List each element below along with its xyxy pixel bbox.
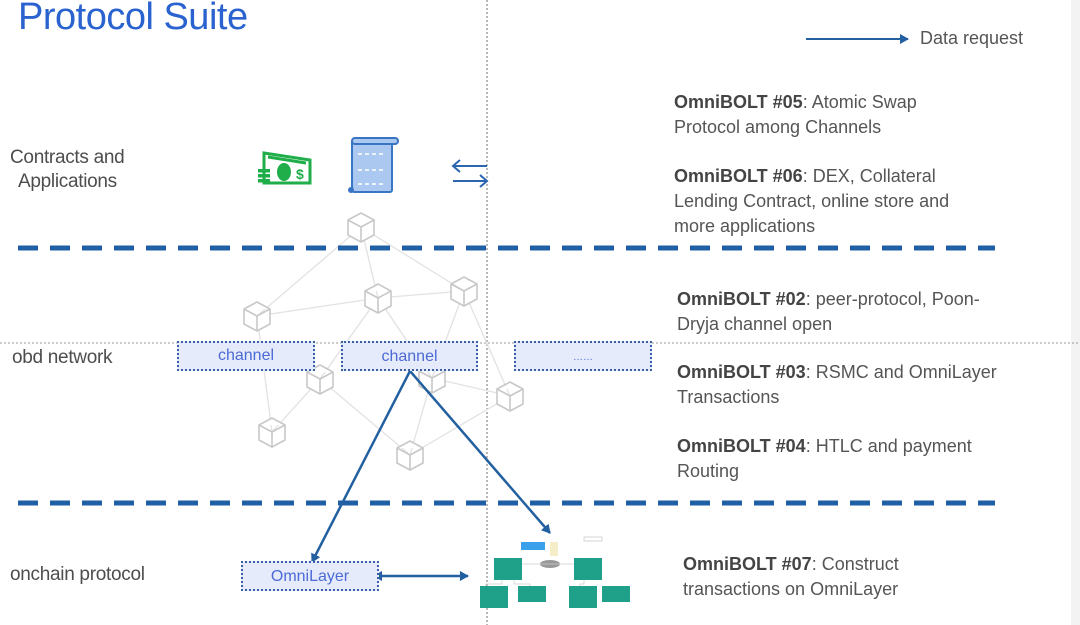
description-text: Protocol among Channels [674,117,882,137]
channel-box-active[interactable]: channel [341,341,478,371]
svg-text:$: $ [296,166,304,182]
description-text: : Atomic Swap [802,92,917,112]
contract-scroll-icon [348,137,399,193]
description-title: OmniBOLT #05 [674,92,803,112]
layer-label-network: obd network [12,347,113,368]
layer-label-line: Contracts and [10,147,125,168]
description-omnibolt-06: OmniBOLT #06: DEX, Collateral Lending Co… [674,164,949,239]
cube-node-icon [496,381,524,412]
description-omnibolt-07: OmniBOLT #07: Construct transactions on … [683,552,899,602]
more-channels-box[interactable]: …… [514,341,652,371]
description-text: : DEX, Collateral [802,166,936,186]
transaction-diagram-thumbnail [480,536,630,608]
layer-label-onchain: onchain protocol [10,564,145,585]
cube-node-icon [258,417,286,448]
description-title: OmniBOLT #03 [677,362,806,382]
page-title: Protocol Suite [18,0,248,38]
right-gutter [1071,0,1080,625]
description-text: transactions on OmniLayer [683,579,899,599]
layer-label-contracts: Contracts and Applications [10,146,125,194]
description-title: OmniBOLT #07 [683,554,812,574]
cube-node-icon [243,301,271,332]
description-omnibolt-05: OmniBOLT #05: Atomic Swap Protocol among… [674,90,917,140]
description-text: : Construct [811,554,899,574]
description-omnibolt-02: OmniBOLT #02: peer-protocol, Poon- Dryja… [677,287,980,337]
description-title: OmniBOLT #06 [674,166,803,186]
description-text: Routing [677,461,740,481]
description-title: OmniBOLT #02 [677,289,806,309]
description-omnibolt-03: OmniBOLT #03: RSMC and OmniLayer Transac… [677,360,997,410]
description-text: : peer-protocol, Poon- [805,289,980,309]
cube-node-icon [364,283,392,314]
cube-node-icon [450,276,478,307]
request-arrow-to-omnilayer [310,370,412,563]
description-text: Dryja channel open [677,314,833,334]
cube-node-icon [396,440,424,471]
description-text: more applications [674,216,816,236]
request-arrow-to-tx-diagram [409,370,551,534]
description-title: OmniBOLT #04 [677,436,806,456]
description-text: : RSMC and OmniLayer [805,362,997,382]
description-text: Transactions [677,387,780,407]
channel-box[interactable]: channel [177,341,315,371]
cube-node-icon [347,212,375,243]
description-text: : HTLC and payment [805,436,972,456]
description-text: Lending Contract, online store and [674,191,950,211]
money-icon: $ [258,151,312,185]
description-omnibolt-04: OmniBOLT #04: HTLC and payment Routing [677,434,972,484]
omnilayer-box[interactable]: OmniLayer [241,561,379,591]
legend-label: Data request [920,28,1024,48]
exchange-arrows-icon [451,159,489,188]
layer-label-line: Applications [18,171,117,192]
